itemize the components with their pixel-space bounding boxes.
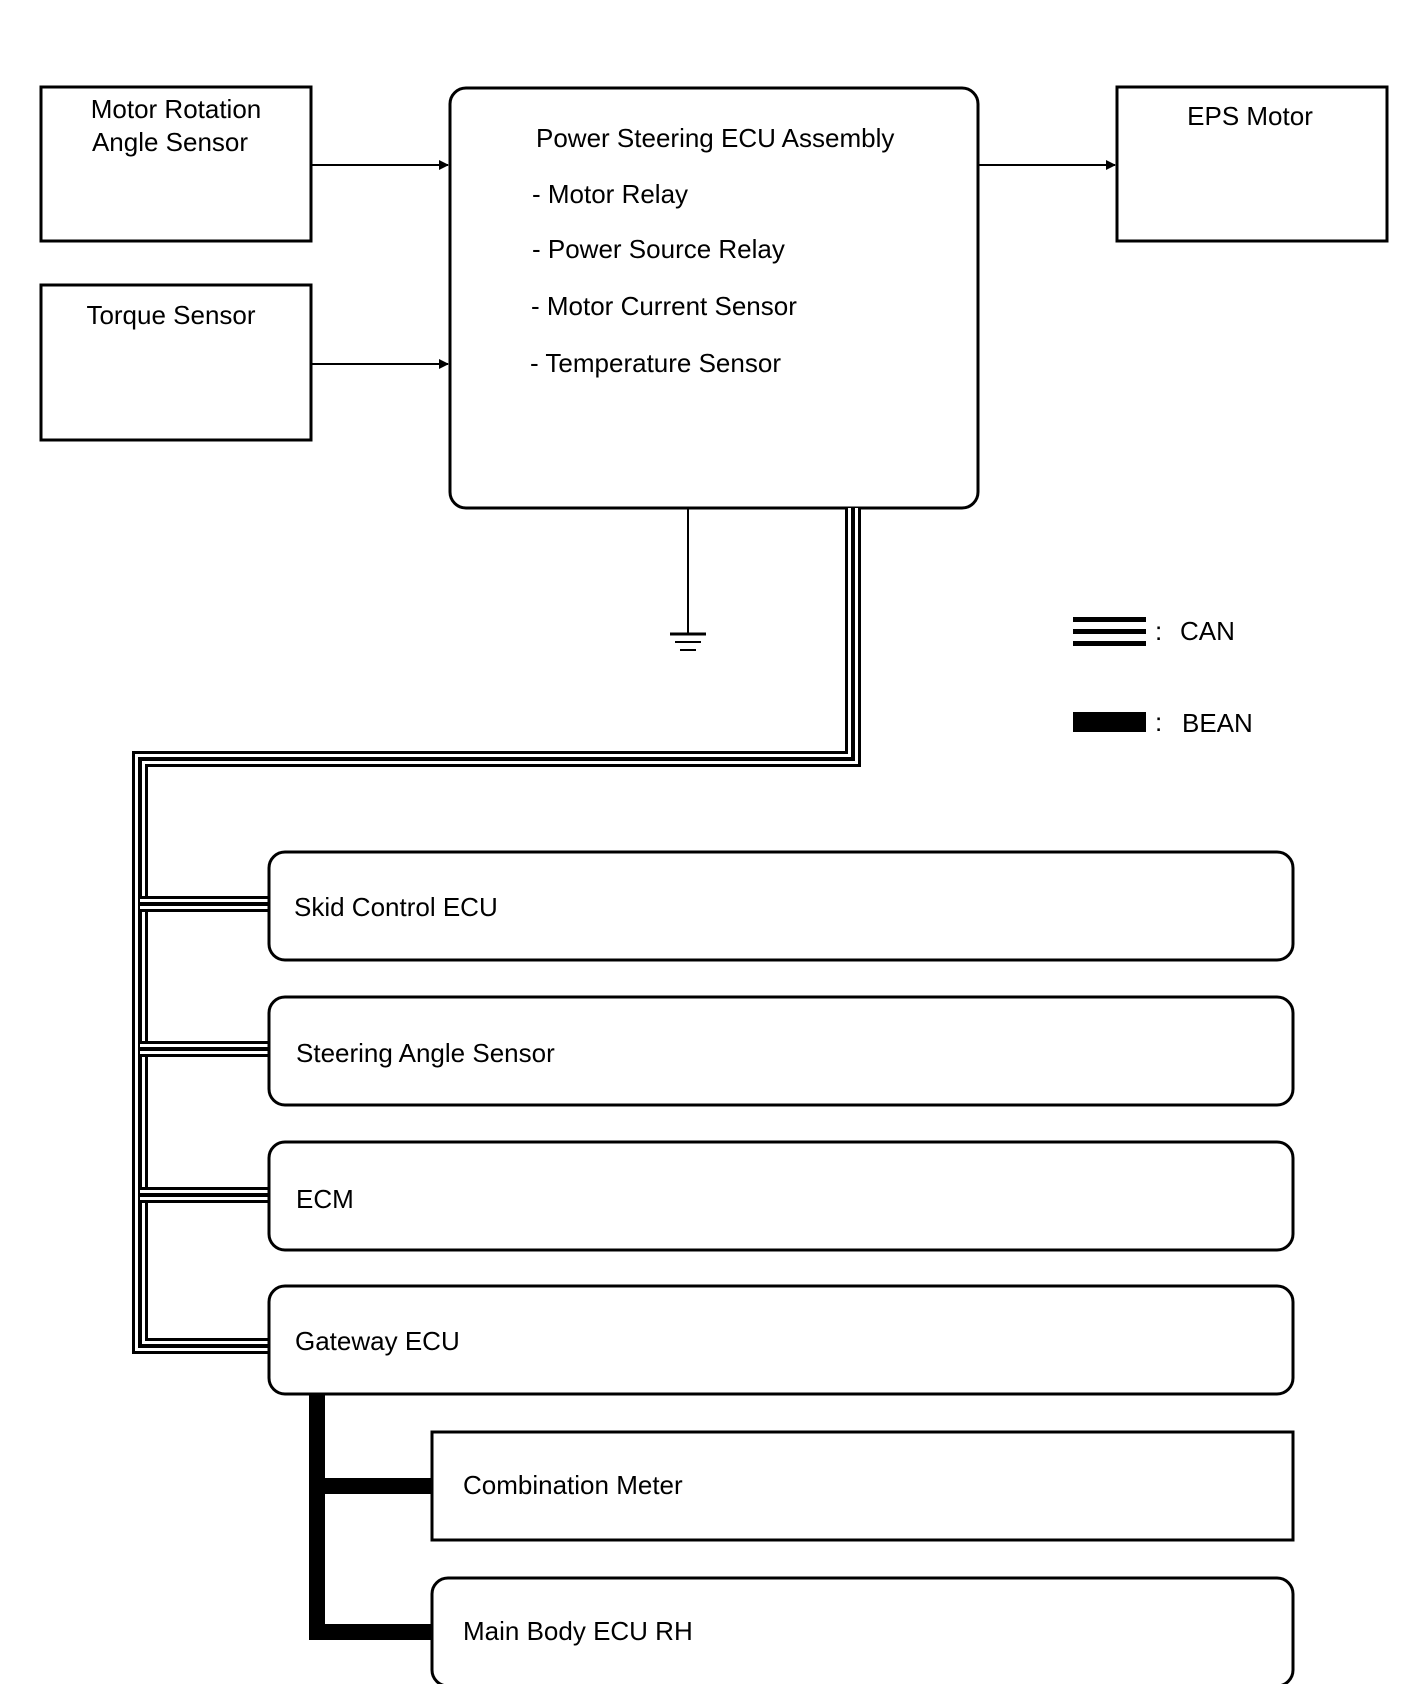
gateway-ecu-label: Gateway ECU bbox=[295, 1326, 460, 1356]
gateway-ecu-box bbox=[267, 1284, 1295, 1396]
main-body-ecu-label: Main Body ECU RH bbox=[463, 1616, 693, 1646]
main-body-ecu-box bbox=[430, 1576, 1295, 1684]
eps-motor-box bbox=[1115, 85, 1389, 243]
torque-sensor-label: Torque Sensor bbox=[86, 300, 255, 330]
legend-bean-label: BEAN bbox=[1182, 708, 1253, 738]
legend-can-line bbox=[1073, 617, 1146, 646]
ecm-label: ECM bbox=[296, 1184, 354, 1214]
power-steering-ecu-box bbox=[448, 86, 980, 510]
legend-can-separator: : bbox=[1155, 616, 1162, 646]
ecm-box bbox=[267, 1140, 1295, 1252]
torque-sensor-box bbox=[39, 283, 313, 442]
ecu-component-motor-current-sensor: - Motor Current Sensor bbox=[531, 291, 797, 321]
motor-rotation-label-1: Motor Rotation bbox=[91, 94, 262, 124]
legend-bean-separator: : bbox=[1155, 707, 1162, 737]
steering-angle-sensor-label: Steering Angle Sensor bbox=[296, 1038, 555, 1068]
motor-rotation-label-2: Angle Sensor bbox=[92, 127, 248, 157]
steering-angle-sensor-box bbox=[267, 995, 1295, 1107]
motor-rotation-angle-sensor-box bbox=[39, 85, 313, 243]
skid-control-ecu-box bbox=[267, 850, 1295, 962]
legend-bean-line bbox=[1073, 712, 1146, 732]
ecu-title: Power Steering ECU Assembly bbox=[536, 123, 894, 153]
bean-bus-trunk bbox=[309, 1394, 432, 1640]
combination-meter-box bbox=[430, 1430, 1295, 1542]
skid-control-ecu-label: Skid Control ECU bbox=[294, 892, 498, 922]
ecu-component-power-source-relay: - Power Source Relay bbox=[532, 234, 785, 264]
ecu-component-motor-relay: - Motor Relay bbox=[532, 179, 688, 209]
ground-symbol bbox=[670, 508, 706, 651]
eps-motor-label: EPS Motor bbox=[1187, 101, 1313, 131]
combination-meter-label: Combination Meter bbox=[463, 1470, 683, 1500]
can-bus-trunk bbox=[132, 508, 861, 1354]
legend-can-label: CAN bbox=[1180, 616, 1235, 646]
ecu-component-temperature-sensor: - Temperature Sensor bbox=[530, 348, 781, 378]
